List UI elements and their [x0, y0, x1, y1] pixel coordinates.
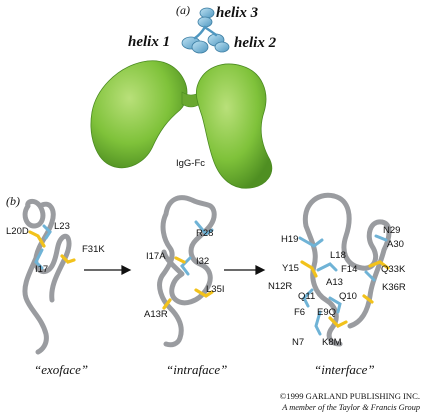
residue-label: E9Q — [317, 307, 337, 318]
exoface-caption: “exoface” — [34, 362, 89, 377]
residue-label: I17A — [146, 251, 166, 262]
igg-fc-fragment — [90, 60, 273, 189]
residue-label: Q33K — [381, 264, 406, 275]
residue-label: L18 — [330, 250, 346, 261]
residue-label: I17 — [35, 264, 49, 275]
exoface-structure — [22, 198, 76, 355]
helix-3-label: helix 3 — [216, 5, 259, 21]
residue-label: H19 — [281, 234, 299, 245]
residue-label: R28 — [196, 228, 214, 239]
arrow-2 — [224, 265, 266, 275]
residue-label: L20D — [6, 226, 29, 237]
helix-2-shape — [207, 33, 230, 53]
residue-label: A13R — [144, 309, 168, 320]
arrow-1 — [84, 265, 132, 275]
intraface-structure — [157, 195, 217, 348]
helix-2-label: helix 2 — [234, 35, 277, 51]
residue-label: Q10 — [339, 291, 357, 302]
fc-left-lobe — [90, 60, 188, 169]
helix-1-label: helix 1 — [128, 34, 171, 50]
fc-right-lobe — [195, 63, 273, 189]
protein-a-domain — [181, 7, 230, 54]
copyright-line: ©1999 GARLAND PUBLISHING INC. — [279, 391, 420, 401]
panel-b-label: (b) — [6, 194, 20, 208]
residue-label: F6 — [294, 307, 306, 318]
residue-label: L35I — [206, 284, 225, 295]
helix-1-shape — [181, 36, 209, 54]
residue-label: F14 — [341, 264, 358, 275]
residue-label: N7 — [292, 337, 305, 348]
helix-3-shape — [197, 7, 215, 28]
interface-caption: “interface” — [314, 362, 375, 377]
residue-label: F31K — [82, 244, 105, 255]
residue-label: N12R — [268, 281, 293, 292]
residue-label: A13 — [326, 277, 343, 288]
residue-label: K36R — [382, 282, 406, 293]
residue-label: L23 — [54, 221, 70, 232]
panel-a-label: (a) — [176, 3, 190, 17]
residue-label: A30 — [387, 239, 404, 250]
interface-structure — [298, 192, 392, 347]
publisher-line: A member of the Taylor & Francis Group — [282, 403, 420, 412]
residue-label: I32 — [196, 256, 210, 267]
intraface-caption: “intraface” — [166, 362, 228, 377]
residue-label: Y15 — [282, 263, 299, 274]
residue-label: N29 — [383, 225, 401, 236]
residue-label: Q11 — [298, 291, 316, 302]
residue-label: K8M — [322, 337, 342, 348]
igg-fc-label: IgG-Fc — [176, 158, 206, 169]
